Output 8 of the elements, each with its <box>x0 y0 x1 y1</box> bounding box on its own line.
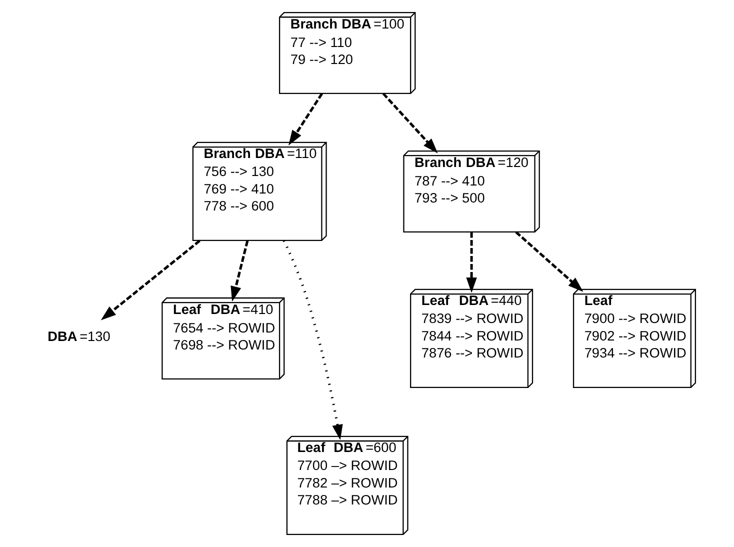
arrow <box>100 240 200 320</box>
arrow <box>515 231 584 292</box>
node-text: DBA=130 <box>48 328 110 344</box>
arrow <box>288 92 324 146</box>
arrow <box>466 232 477 293</box>
arrow <box>282 240 343 440</box>
arrow <box>382 92 438 154</box>
arrow <box>230 240 249 302</box>
